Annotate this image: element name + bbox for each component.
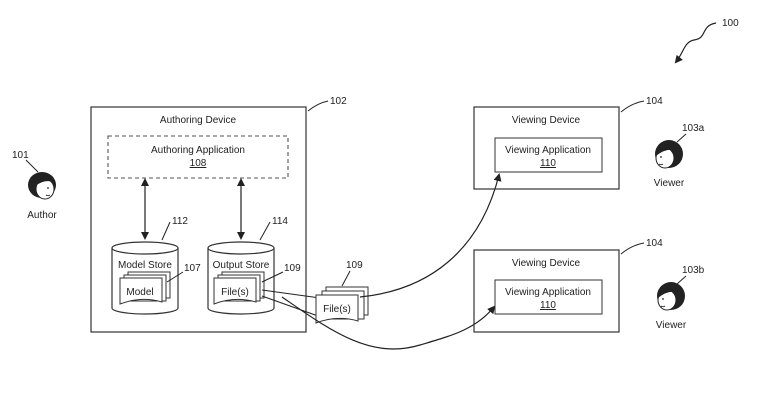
author-label: Author <box>27 210 57 221</box>
authoring-device: Authoring Device 102 Authoring Applicati… <box>90 96 347 333</box>
model-store-label: Model Store <box>118 260 172 271</box>
author-face-icon <box>28 172 56 200</box>
files-to-viewing-device-b-arrow <box>281 296 496 350</box>
output-store-ref: 114 <box>272 216 288 227</box>
authoring-application-ref: 108 <box>190 158 207 169</box>
viewing-device-a-frame <box>473 106 620 190</box>
author-ref-leader <box>25 159 39 173</box>
figure-reference: 100 <box>674 18 739 64</box>
viewing-application-b-label: Viewing Application <box>505 287 591 298</box>
authoring-device-ref: 102 <box>330 96 347 107</box>
viewer-b: 103b Viewer <box>656 265 705 331</box>
viewer-a-label: Viewer <box>654 178 685 189</box>
output-store-label: Output Store <box>213 260 270 271</box>
output-files-stack-icon <box>213 271 265 305</box>
viewing-device-b: Viewing Device Viewing Application 110 1… <box>473 238 663 333</box>
output-to-files-line-b <box>261 295 319 317</box>
viewing-application-a-label: Viewing Application <box>505 145 591 156</box>
viewing-application-b-box <box>494 279 603 315</box>
transfer-files-stack-icon <box>315 286 369 324</box>
viewer-a-face-icon <box>655 140 683 169</box>
viewer-a: 103a Viewer <box>654 123 705 189</box>
transfer-files-ref: 109 <box>346 260 363 271</box>
viewing-device-b-ref-leader <box>620 242 645 255</box>
authoring-device-ref-leader <box>307 100 329 112</box>
figure-ref-arrow <box>674 22 717 64</box>
viewing-application-a-box <box>494 137 603 173</box>
viewing-device-b-title: Viewing Device <box>512 258 581 269</box>
model-store-ref-leader <box>161 221 171 241</box>
viewer-b-ref-leader <box>676 275 687 285</box>
output-files-ref-leader <box>261 271 284 283</box>
author: 101 Author <box>12 150 57 221</box>
files-to-viewing-device-a-arrow <box>359 173 502 298</box>
output-files-label: File(s) <box>221 287 249 298</box>
viewer-b-label: Viewer <box>656 320 687 331</box>
model-document-stack-icon <box>119 271 171 305</box>
author-ref: 101 <box>12 150 29 161</box>
authoring-application-label: Authoring Application <box>151 145 245 156</box>
transfer-files-label: File(s) <box>323 304 351 315</box>
viewing-application-a-ref: 110 <box>540 158 556 169</box>
authoring-application-box <box>107 135 289 179</box>
model-document-ref: 107 <box>184 263 201 274</box>
viewer-a-ref: 103a <box>682 123 705 134</box>
viewing-device-b-ref: 104 <box>646 238 663 249</box>
viewing-device-a: Viewing Device Viewing Application 110 1… <box>473 96 663 190</box>
viewing-application-b-ref: 110 <box>540 300 556 311</box>
viewer-b-face-icon <box>657 282 685 311</box>
transfer-files-ref-leader <box>341 270 351 287</box>
figure-ref-label: 100 <box>722 18 739 29</box>
model-document-ref-leader <box>166 271 184 283</box>
viewer-b-ref: 103b <box>682 265 705 276</box>
viewing-device-a-ref-leader <box>620 100 645 113</box>
output-to-files-line-a <box>261 289 321 299</box>
model-document-label: Model <box>126 287 153 298</box>
authoring-device-frame <box>90 106 307 333</box>
viewing-device-a-ref: 104 <box>646 96 663 107</box>
viewer-a-ref-leader <box>676 133 687 143</box>
model-store-ref: 112 <box>172 216 188 227</box>
viewing-device-a-title: Viewing Device <box>512 115 581 126</box>
viewing-device-b-frame <box>473 249 620 333</box>
output-store-ref-leader <box>259 221 271 241</box>
output-files-ref: 109 <box>284 263 301 274</box>
authoring-device-title: Authoring Device <box>160 115 237 126</box>
